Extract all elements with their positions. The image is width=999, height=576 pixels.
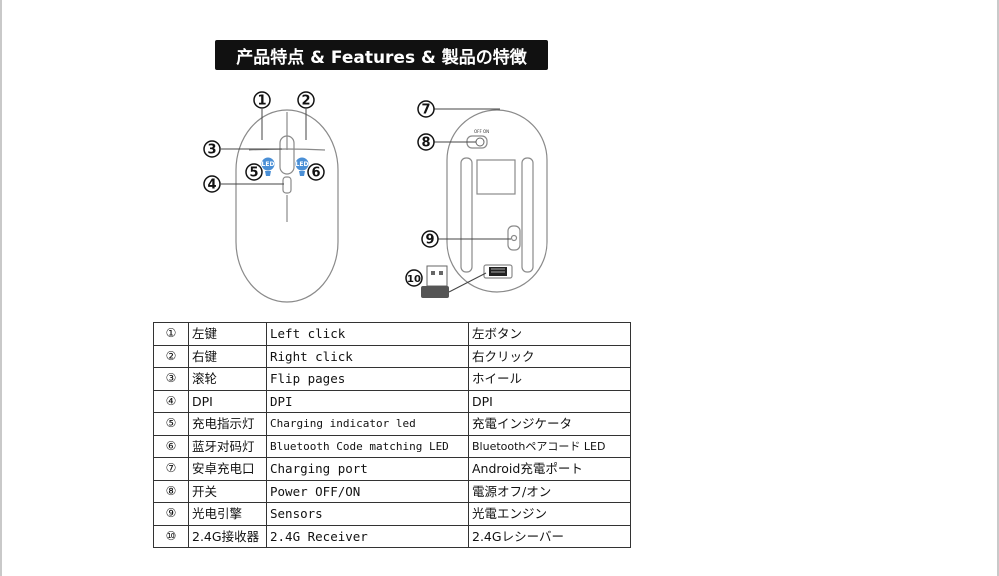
row-number: ③ <box>153 367 189 391</box>
page-border-right <box>997 0 999 576</box>
japanese-name: Bluetoothペアコード LED <box>468 434 631 458</box>
chinese-name: DPI <box>188 389 267 413</box>
usb-receiver-dongle <box>421 265 487 298</box>
feature-table: ① 左键 Left click 左ボタン ② 右键 Right click 右ク… <box>153 322 631 548</box>
power-switch: OFF ON <box>474 129 489 147</box>
japanese-name: 2.4Gレシーバー <box>468 524 631 548</box>
chinese-name: 充电指示灯 <box>188 412 267 436</box>
svg-text:3: 3 <box>207 143 216 158</box>
callout-9: 9 <box>421 230 439 248</box>
japanese-name: 左ボタン <box>468 322 631 346</box>
chinese-name: 蓝牙对码灯 <box>188 434 267 458</box>
mouse-bottom-view <box>446 109 548 293</box>
table-row: ② 右键 Right click 右クリック <box>153 344 631 368</box>
top-view-leader-lines <box>221 109 307 185</box>
bottom-view-leader-lines <box>432 108 511 240</box>
callout-4: 4 <box>203 175 221 193</box>
row-number: ⑨ <box>153 502 189 526</box>
dpi-button <box>282 176 292 194</box>
table-row: ⑧ 开关 Power OFF/ON 電源オフ/オン <box>153 479 631 503</box>
features-title-banner: 产品特点 & Features & 製品の特徴 <box>215 40 548 70</box>
chinese-name: 安卓充电口 <box>188 457 267 481</box>
mouse-diagram: LED LED 1 2 3 4 5 6 <box>203 91 548 303</box>
row-number: ⑩ <box>153 524 189 548</box>
svg-text:4: 4 <box>207 178 216 193</box>
callout-1: 1 <box>253 91 271 109</box>
table-row: ⑤ 充电指示灯 Charging indicator led 充電インジケータ <box>153 412 631 436</box>
callout-7: 7 <box>417 100 435 118</box>
led-badge-bluetooth: LED <box>295 157 309 176</box>
right-glide-pad <box>521 157 534 273</box>
table-row: ⑥ 蓝牙对码灯 Bluetooth Code matching LED Blue… <box>153 434 631 458</box>
row-number: ⑥ <box>153 434 189 458</box>
table-row: ⑦ 安卓充电口 Charging port Android充電ポート <box>153 457 631 481</box>
chinese-name: 光电引擎 <box>188 502 267 526</box>
svg-text:6: 6 <box>311 166 320 181</box>
optical-sensor <box>507 225 521 251</box>
chinese-name: 开关 <box>188 479 267 503</box>
callout-2: 2 <box>297 91 315 109</box>
mouse-top-body <box>235 109 339 303</box>
led-badge-charging: LED <box>261 157 275 176</box>
button-edge <box>248 148 326 151</box>
japanese-name: Android充電ポート <box>468 457 631 481</box>
english-name: Right click <box>266 344 469 368</box>
scroll-wheel <box>279 135 295 175</box>
battery-cover <box>476 159 516 195</box>
svg-text:1: 1 <box>257 94 266 109</box>
receiver-slot-fill <box>489 267 507 276</box>
chinese-name: 左键 <box>188 322 267 346</box>
english-name: Bluetooth Code matching LED <box>266 434 469 458</box>
english-name: Charging port <box>266 457 469 481</box>
japanese-name: 光電エンジン <box>468 502 631 526</box>
row-number: ② <box>153 344 189 368</box>
english-name: Power OFF/ON <box>266 479 469 503</box>
table-row: ⑩ 2.4G接收器 2.4G Receiver 2.4Gレシーバー <box>153 524 631 548</box>
svg-text:5: 5 <box>249 166 258 181</box>
svg-text:7: 7 <box>421 103 430 118</box>
page-border-left <box>0 0 2 576</box>
receiver-slot <box>483 264 513 279</box>
table-row: ④ DPI DPI DPI <box>153 389 631 413</box>
english-name: 2.4G Receiver <box>266 524 469 548</box>
japanese-name: 電源オフ/オン <box>468 479 631 503</box>
left-glide-pad <box>460 157 473 273</box>
english-name: Sensors <box>266 502 469 526</box>
row-number: ④ <box>153 389 189 413</box>
english-name: Flip pages <box>266 367 469 391</box>
english-name: Charging indicator led <box>266 412 469 436</box>
svg-text:OFF ON: OFF ON <box>474 129 489 134</box>
row-number: ⑤ <box>153 412 189 436</box>
svg-text:LED: LED <box>262 161 275 168</box>
row-number: ⑧ <box>153 479 189 503</box>
chinese-name: 右键 <box>188 344 267 368</box>
callout-5: 5 <box>245 163 263 181</box>
japanese-name: 右クリック <box>468 344 631 368</box>
mouse-top-view <box>235 109 339 303</box>
mouse-bottom-body <box>446 109 548 293</box>
japanese-name: 充電インジケータ <box>468 412 631 436</box>
callout-8: 8 <box>417 133 435 151</box>
table-row: ① 左键 Left click 左ボタン <box>153 322 631 346</box>
chinese-name: 滚轮 <box>188 367 267 391</box>
japanese-name: DPI <box>468 389 631 413</box>
callout-6: 6 <box>307 163 325 181</box>
callout-10: 10 <box>405 269 423 287</box>
callout-3: 3 <box>203 140 221 158</box>
chinese-name: 2.4G接收器 <box>188 524 267 548</box>
svg-text:10: 10 <box>407 274 421 285</box>
row-number: ① <box>153 322 189 346</box>
svg-text:LED: LED <box>296 161 309 168</box>
table-row: ③ 滚轮 Flip pages ホイール <box>153 367 631 391</box>
row-number: ⑦ <box>153 457 189 481</box>
svg-text:9: 9 <box>425 233 434 248</box>
svg-text:2: 2 <box>301 94 310 109</box>
english-name: Left click <box>266 322 469 346</box>
japanese-name: ホイール <box>468 367 631 391</box>
svg-text:8: 8 <box>421 136 430 151</box>
table-row: ⑨ 光电引擎 Sensors 光電エンジン <box>153 502 631 526</box>
english-name: DPI <box>266 389 469 413</box>
